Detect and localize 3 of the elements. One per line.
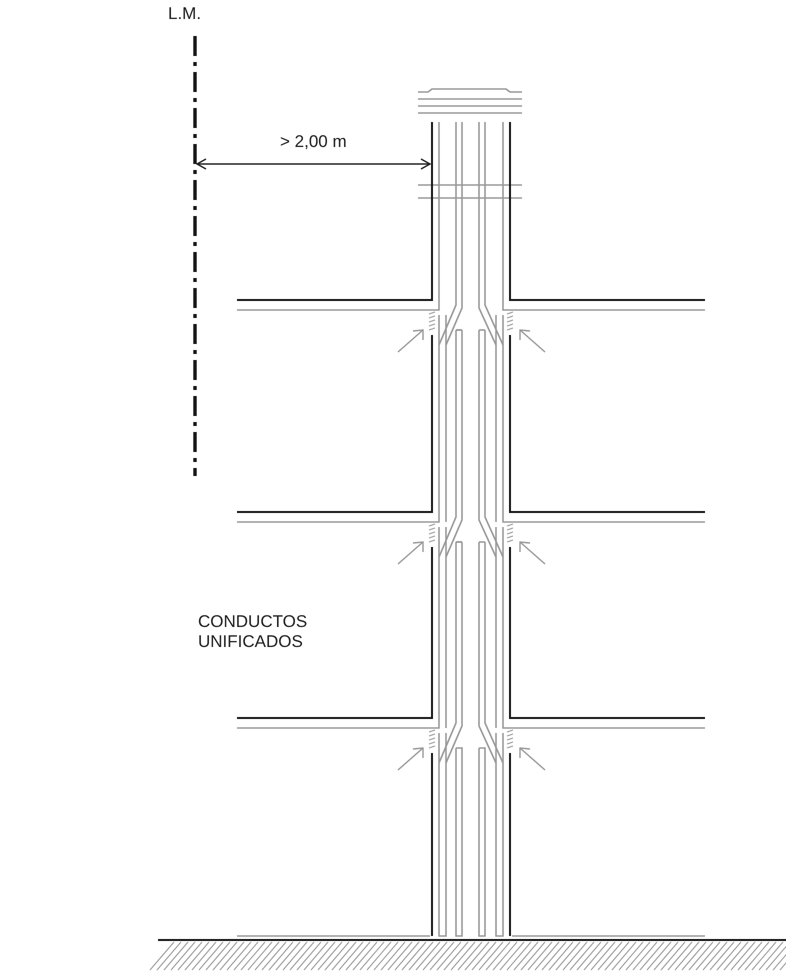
boundary-label: L.M.: [168, 4, 202, 24]
dimension-label: > 2,00 m: [280, 132, 347, 152]
duct-label: CONDUCTOS UNIFICADOS: [198, 612, 308, 652]
